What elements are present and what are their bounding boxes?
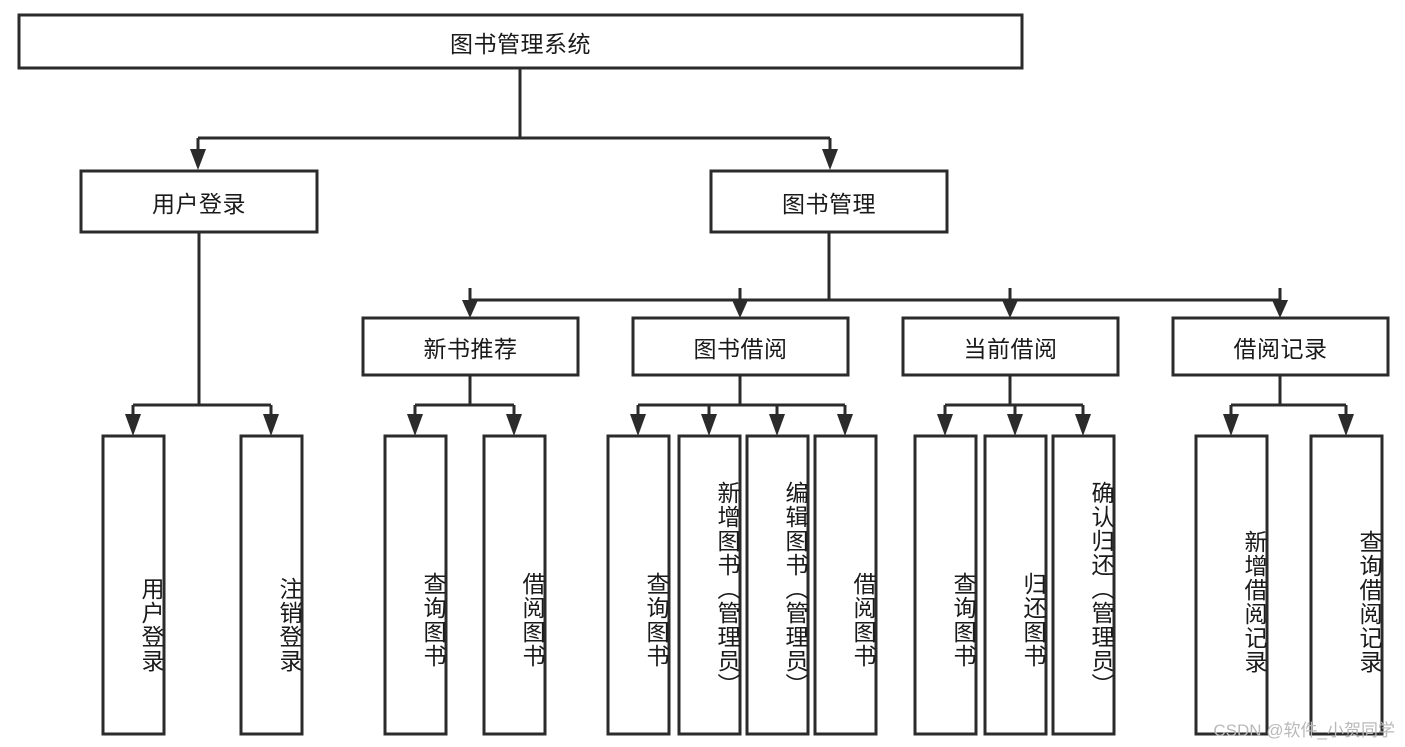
- node-leaf-cb-return-box[interactable]: [983, 434, 1048, 736]
- arrow-head-nb-leaf-2: [506, 414, 522, 436]
- node-leaf-cb-query-box[interactable]: [913, 434, 978, 736]
- arrow-head-cb-leaf-2: [1007, 414, 1023, 436]
- arrow-head-current-borrow: [1002, 300, 1018, 318]
- node-leaf-cb-confirm-box[interactable]: [1051, 434, 1116, 736]
- arrow-head-bb-leaf-4: [837, 414, 853, 436]
- node-new-book-box[interactable]: [361, 316, 580, 377]
- node-leaf-bb-query-box[interactable]: [606, 434, 671, 736]
- arrow-head-bb-leaf-3: [769, 414, 785, 436]
- node-book-mgmt-box[interactable]: [709, 169, 949, 234]
- node-borrow-record-box[interactable]: [1171, 316, 1390, 377]
- arrow-head-book-mgmt: [822, 149, 838, 170]
- arrow-head-leaf-logout: [263, 414, 279, 436]
- arrow-head-bb-leaf-1: [630, 414, 646, 436]
- node-user-login-box[interactable]: [79, 169, 319, 234]
- node-current-borrow-box[interactable]: [901, 316, 1120, 377]
- arrow-head-new-book: [462, 300, 478, 318]
- node-leaf-bb-add-box[interactable]: [677, 434, 742, 736]
- arrow-head-book-borrow: [732, 300, 748, 318]
- node-leaf-bb-edit-box[interactable]: [745, 434, 810, 736]
- node-leaf-br-query-box[interactable]: [1309, 434, 1384, 736]
- arrow-head-cb-leaf-1: [937, 414, 953, 436]
- arrow-head-br-leaf-1: [1223, 414, 1239, 436]
- arrow-head-user-login: [190, 149, 206, 170]
- node-book-borrow-box[interactable]: [631, 316, 850, 377]
- arrow-head-cb-leaf-3: [1075, 414, 1091, 436]
- node-leaf-nb-query-box[interactable]: [383, 434, 448, 736]
- node-leaf-bb-borrow-box[interactable]: [813, 434, 878, 736]
- arrow-head-br-leaf-2: [1338, 414, 1354, 436]
- node-leaf-logout-box[interactable]: [239, 434, 304, 736]
- arrow-head-nb-leaf-1: [407, 414, 423, 436]
- node-root-box[interactable]: [17, 13, 1024, 70]
- arrow-head-bb-leaf-2: [701, 414, 717, 436]
- node-leaf-nb-borrow-box[interactable]: [482, 434, 547, 736]
- arrow-head-leaf-user-login: [125, 414, 141, 436]
- node-leaf-user-login-box[interactable]: [101, 434, 166, 736]
- arrow-head-borrow-record: [1272, 300, 1288, 318]
- node-leaf-br-add-box[interactable]: [1194, 434, 1269, 736]
